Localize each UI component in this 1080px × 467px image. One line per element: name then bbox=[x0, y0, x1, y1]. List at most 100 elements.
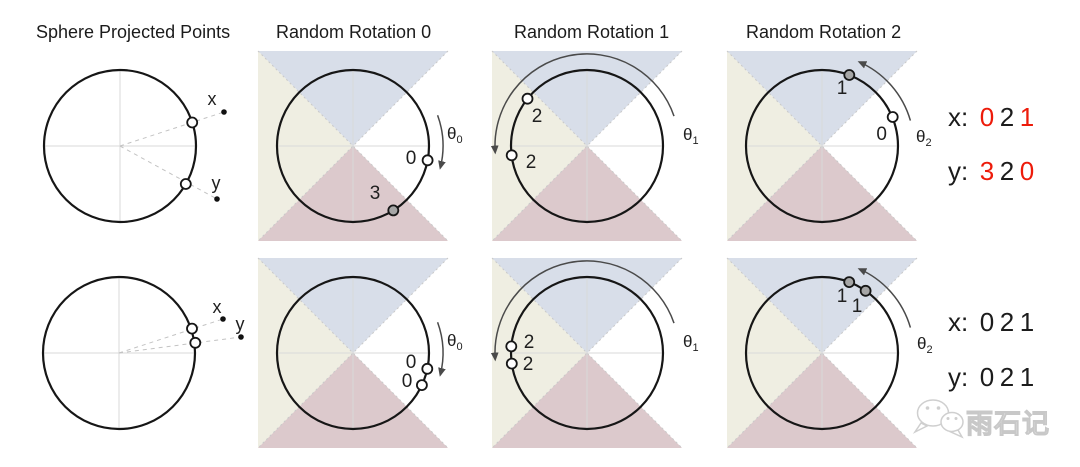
point-x bbox=[843, 69, 856, 81]
point-x-code: 1 bbox=[837, 78, 848, 99]
panel-rr1-row2: θ1 2 2 bbox=[490, 257, 699, 449]
sphere-circle bbox=[275, 68, 431, 224]
sphere-circle bbox=[42, 68, 198, 224]
projected-point-x bbox=[186, 322, 198, 335]
point-y-code: 1 bbox=[852, 296, 863, 317]
panel-rr0-row1: θ0 0 3 bbox=[257, 50, 463, 242]
sphere-circle bbox=[509, 68, 665, 224]
point-x bbox=[421, 362, 434, 375]
projected-point-y bbox=[189, 336, 202, 349]
panel-rr0-row2: θ0 0 0 bbox=[257, 257, 463, 449]
point-x bbox=[521, 92, 534, 105]
sphere-circle bbox=[275, 275, 431, 431]
label-y: y bbox=[212, 173, 221, 193]
point-x-code: 0 bbox=[406, 148, 417, 169]
result-row1: x: 0 2 1 y: 3 2 0 bbox=[948, 102, 1034, 186]
result-x-digit-2: 1 bbox=[1020, 307, 1034, 337]
vector-dot-y bbox=[214, 196, 220, 202]
result-y-label: y: bbox=[948, 156, 968, 186]
result-y-digit-1: 2 bbox=[1000, 156, 1014, 186]
result-x-digit-0: 0 bbox=[980, 102, 994, 132]
wechat-icon-eye bbox=[925, 406, 930, 410]
point-x-code: 2 bbox=[532, 106, 543, 127]
sphere-circle bbox=[41, 275, 197, 431]
result-y-label: y: bbox=[948, 362, 968, 392]
result-x-label: x: bbox=[948, 102, 968, 132]
label-x: x bbox=[208, 89, 217, 109]
result-y-digit-0: 3 bbox=[980, 156, 994, 186]
point-y-code: 2 bbox=[523, 354, 534, 375]
point-y bbox=[859, 284, 872, 297]
title-sphere-projected-points: Sphere Projected Points bbox=[36, 22, 230, 42]
sphere-circle bbox=[744, 275, 900, 431]
title-random-rotation-1: Random Rotation 1 bbox=[514, 22, 669, 42]
point-y-code: 0 bbox=[876, 124, 887, 145]
theta2-label: θ2 bbox=[917, 334, 933, 356]
point-y bbox=[505, 149, 518, 162]
point-y-code: 2 bbox=[526, 152, 537, 173]
wechat-icon-eye bbox=[946, 417, 950, 420]
point-x-code: 0 bbox=[406, 352, 417, 373]
wechat-icon-eye bbox=[954, 417, 958, 420]
rotation-arrow bbox=[490, 53, 675, 155]
result-y-digit-0: 0 bbox=[980, 362, 994, 392]
projection-line-x bbox=[119, 111, 225, 147]
rotation-arrow bbox=[436, 321, 446, 377]
point-x bbox=[843, 276, 856, 289]
theta0-label: θ0 bbox=[447, 331, 463, 353]
point-x-code: 2 bbox=[524, 332, 535, 353]
panel-rr2-row1: θ2 1 0 bbox=[726, 50, 932, 242]
point-x bbox=[505, 340, 518, 353]
result-y-digit-2: 1 bbox=[1020, 362, 1034, 392]
vector-dot-y bbox=[238, 334, 244, 340]
point-x-code: 1 bbox=[837, 286, 848, 307]
projected-point-x bbox=[186, 116, 199, 129]
projection-line-y bbox=[119, 145, 218, 200]
panel-sphere-row2: x y bbox=[41, 275, 245, 431]
theta1-label: θ1 bbox=[683, 332, 699, 354]
point-y bbox=[415, 379, 428, 392]
rotation-arrow bbox=[857, 268, 912, 328]
panel-rr1-row1: θ1 2 2 bbox=[490, 50, 699, 242]
result-y-digit-1: 2 bbox=[1000, 362, 1014, 392]
result-x-digit-1: 2 bbox=[1000, 307, 1014, 337]
point-y-code: 3 bbox=[370, 183, 381, 204]
result-x-label: x: bbox=[948, 307, 968, 337]
point-y bbox=[387, 204, 400, 217]
title-random-rotation-2: Random Rotation 2 bbox=[746, 22, 901, 42]
panel-rr2-row2: θ2 1 1 bbox=[726, 257, 933, 449]
sphere-circle bbox=[744, 68, 900, 224]
point-x bbox=[421, 154, 434, 167]
theta0-label: θ0 bbox=[447, 124, 463, 146]
wechat-icon-tail bbox=[912, 422, 929, 434]
projected-point-y bbox=[179, 178, 192, 190]
point-y-code: 0 bbox=[402, 371, 413, 392]
sphere-circle bbox=[509, 275, 665, 431]
result-x-digit-1: 2 bbox=[1000, 102, 1014, 132]
theta1-label: θ1 bbox=[683, 125, 699, 147]
vector-dot-x bbox=[220, 316, 226, 322]
projection-line-y bbox=[118, 336, 242, 354]
rotation-arrow bbox=[490, 260, 675, 362]
vector-dot-x bbox=[221, 109, 227, 115]
point-y bbox=[505, 357, 518, 370]
watermark-text: 雨石记 bbox=[966, 409, 1050, 439]
wechat-icon-eye bbox=[936, 406, 941, 410]
title-random-rotation-0: Random Rotation 0 bbox=[276, 22, 431, 42]
label-y: y bbox=[236, 314, 245, 334]
result-x-digit-2: 1 bbox=[1020, 102, 1034, 132]
result-y-digit-2: 0 bbox=[1020, 156, 1034, 186]
result-x-digit-0: 0 bbox=[980, 307, 994, 337]
label-x: x bbox=[213, 297, 222, 317]
panel-sphere-row1: x y bbox=[42, 68, 227, 224]
wechat-icon-small-bubble bbox=[940, 411, 964, 433]
wechat-icon-small-tail bbox=[948, 429, 964, 439]
rotation-arrow bbox=[857, 61, 912, 121]
result-row2: x: 0 2 1 y: 0 2 1 bbox=[948, 307, 1034, 392]
projection-line-x bbox=[118, 318, 224, 354]
rotation-arrow bbox=[436, 114, 446, 170]
watermark: 雨石记 bbox=[912, 399, 1050, 440]
theta2-label: θ2 bbox=[916, 127, 932, 149]
